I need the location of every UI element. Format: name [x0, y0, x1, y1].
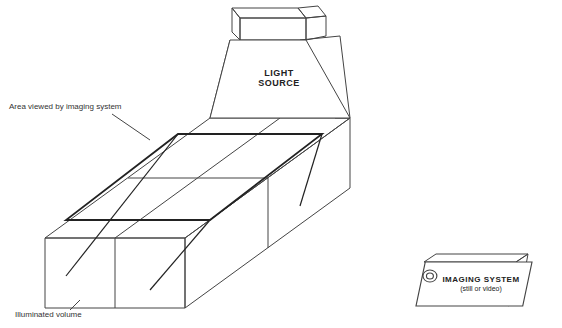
- node-outline: [416, 262, 532, 306]
- leader-line: [70, 300, 80, 310]
- imaging-system: IMAGING SYSTEM(still or video): [416, 262, 532, 306]
- viewed-area-edge: [300, 134, 322, 206]
- volume-top: [45, 118, 350, 238]
- node-title: IMAGING SYSTEM: [442, 276, 519, 285]
- leader-line: [112, 114, 150, 140]
- volume-side: [185, 118, 350, 308]
- camera-top: [424, 254, 528, 262]
- part-label: Illuminated volume: [14, 310, 83, 319]
- node-title: LIGHT SOURCE: [249, 69, 309, 89]
- part-label: Area viewed by imaging system: [8, 102, 123, 111]
- node-subtitle: (still or video): [460, 285, 502, 293]
- volume-midline: [128, 178, 268, 179]
- light-source: LIGHT SOURCE: [200, 40, 350, 118]
- viewed-area-edge: [66, 134, 178, 276]
- top-box-front: [240, 18, 306, 40]
- top-box-side: [232, 8, 240, 40]
- viewed-area: [66, 134, 322, 220]
- top-box-ext-side: [306, 16, 326, 40]
- viewed-area-edge: [150, 220, 210, 290]
- volume-midline: [115, 238, 116, 308]
- volume-midline: [268, 178, 269, 248]
- top-box: [232, 8, 306, 18]
